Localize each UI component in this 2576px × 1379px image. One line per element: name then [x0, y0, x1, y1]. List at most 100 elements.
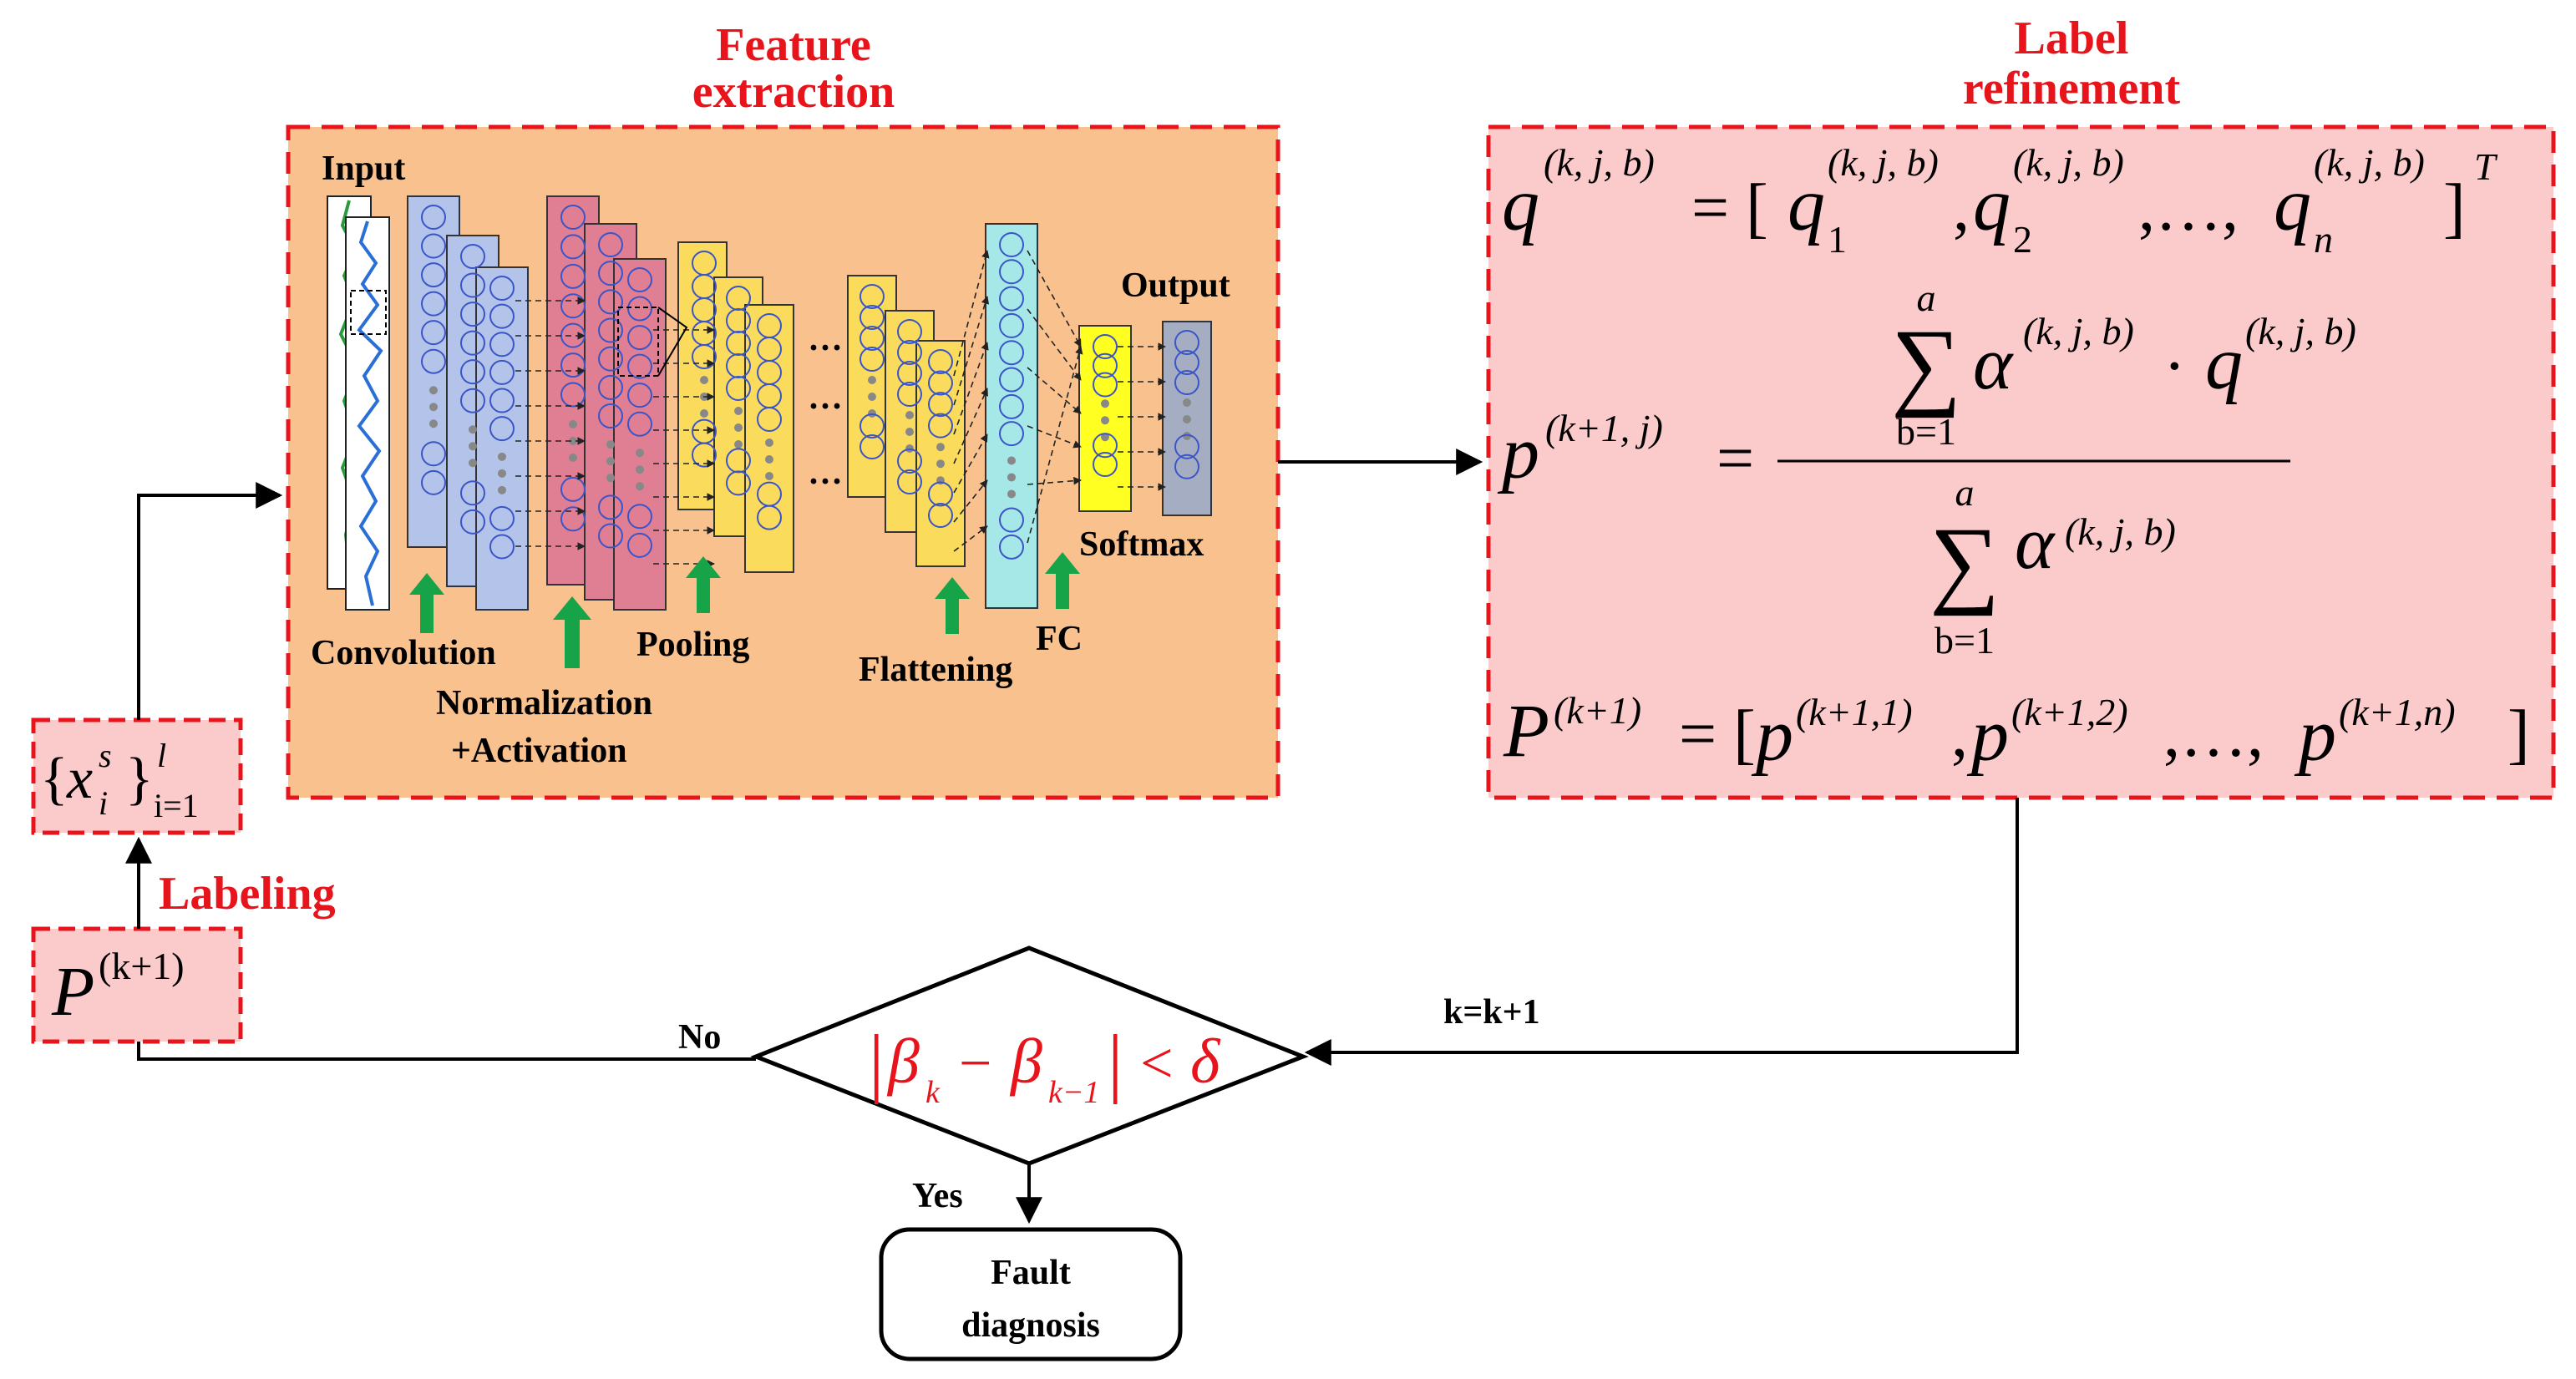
svg-text:q: q — [1502, 164, 1539, 246]
svg-text:a: a — [1917, 276, 1936, 319]
neuron — [460, 272, 485, 298]
neuron — [928, 503, 953, 528]
connection-line — [1027, 367, 1082, 414]
svg-text:P: P — [1503, 690, 1549, 773]
layer-connections — [515, 250, 1166, 568]
neuron — [999, 393, 1024, 419]
svg-text:<: < — [1140, 1032, 1173, 1096]
svg-text:a: a — [1955, 471, 1975, 514]
svg-text:q: q — [2205, 322, 2243, 405]
softmax-label: Softmax — [1079, 525, 1204, 564]
neuron — [999, 534, 1024, 560]
neuron — [897, 319, 922, 344]
neuron — [1093, 372, 1118, 398]
svg-text:2: 2 — [2013, 218, 2032, 261]
svg-text:|: | — [1108, 1019, 1123, 1104]
ellipsis-dot — [1007, 489, 1016, 499]
equation-P-vector: P (k+1) = [ p (k+1,1) , p (k+1,2) ,…, p … — [1503, 689, 2530, 777]
neuron — [999, 312, 1024, 338]
svg-text:= [: = [ — [1691, 171, 1768, 245]
neuron — [627, 353, 652, 379]
svg-text:·: · — [2163, 330, 2186, 403]
normalization-label-1: Normalization — [436, 684, 652, 722]
svg-text:(k, j, b): (k, j, b) — [1828, 141, 1939, 184]
pooling-label: Pooling — [636, 626, 749, 664]
neuron — [692, 442, 717, 468]
yes-label: Yes — [912, 1177, 963, 1215]
neuron — [1093, 334, 1118, 359]
neuron — [421, 348, 446, 374]
svg-text:P: P — [51, 953, 94, 1031]
ellipsis-dot — [1101, 399, 1109, 408]
svg-text:δ: δ — [1190, 1027, 1221, 1097]
connection-line — [953, 342, 989, 435]
ellipsis-dot — [429, 419, 438, 428]
neuron — [421, 205, 446, 230]
normalization-label-2: +Activation — [451, 732, 627, 770]
refine-title-line2: refinement — [1963, 63, 2181, 114]
output-label: Output — [1121, 266, 1230, 305]
ellipsis-dot — [1007, 456, 1016, 465]
neuron — [627, 532, 652, 558]
neuron — [489, 303, 515, 329]
ellipsis-dot — [905, 411, 914, 419]
neuron — [598, 494, 623, 520]
svg-text:,…,: ,…, — [2163, 697, 2264, 771]
neuron — [627, 296, 652, 322]
neuron — [421, 320, 446, 346]
neuron — [627, 325, 652, 351]
neuron — [1174, 454, 1199, 479]
input-set-box — [31, 717, 243, 835]
neuron — [598, 317, 623, 343]
svg-text:(k+1,1): (k+1,1) — [1796, 691, 1913, 733]
flattening-label: Flattening — [859, 651, 1012, 689]
svg-text:=: = — [1716, 422, 1754, 495]
neuron — [860, 413, 885, 439]
ellipsis-1: ··· — [808, 329, 843, 368]
neuron — [598, 261, 623, 286]
svg-text:p: p — [1751, 694, 1793, 777]
svg-text:b=1: b=1 — [1896, 410, 1956, 453]
green-arrow-norm — [553, 596, 591, 668]
neuron — [421, 233, 446, 259]
ellipsis-dot — [734, 407, 743, 415]
ellipsis-dot — [569, 453, 577, 462]
svg-text:∑: ∑ — [1891, 309, 1961, 418]
ellipsis-dot — [700, 409, 708, 418]
connection-line — [953, 479, 988, 523]
connection-line — [953, 525, 988, 552]
neuron — [489, 276, 515, 301]
neuron — [460, 330, 485, 356]
neuron — [598, 346, 623, 372]
connection-line — [1027, 476, 1082, 485]
ellipsis-dot — [606, 440, 615, 449]
svg-text:n: n — [2314, 218, 2333, 261]
neuron — [860, 284, 885, 309]
neuron — [757, 504, 782, 530]
labeling-label: Labeling — [159, 868, 336, 920]
neuron — [598, 523, 623, 549]
neuron — [928, 481, 953, 507]
neuron — [560, 476, 586, 502]
svg-text:s: s — [99, 737, 112, 774]
ellipsis-dot — [868, 393, 876, 401]
svg-text:b=1: b=1 — [1935, 619, 1995, 662]
neuron — [726, 376, 751, 401]
input-set-formula: { x s i } l i=1 — [40, 737, 199, 824]
pooling-bracket — [657, 307, 688, 377]
green-arrow-pool — [686, 556, 721, 613]
neuron — [999, 259, 1024, 285]
svg-text:p: p — [1497, 412, 1539, 494]
neuron — [999, 232, 1024, 257]
neuron — [460, 302, 485, 327]
ellipsis-dot — [469, 459, 477, 468]
neuron — [897, 361, 922, 386]
connection-line — [953, 433, 988, 494]
svg-text:(k, j, b): (k, j, b) — [2314, 141, 2425, 184]
neuron — [928, 370, 953, 396]
svg-text:q: q — [1787, 164, 1825, 246]
svg-text:T: T — [2474, 145, 2498, 188]
ellipsis-dot — [1183, 415, 1191, 423]
svg-text:q: q — [2274, 164, 2311, 246]
neuron — [627, 383, 652, 408]
